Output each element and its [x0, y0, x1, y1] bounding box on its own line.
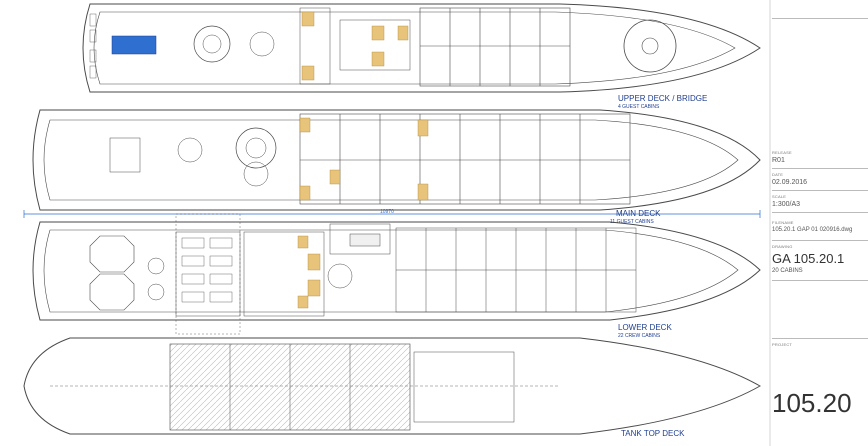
length-dimension-line	[23, 210, 761, 218]
upper-deck-plan	[82, 3, 761, 93]
main-deck-subtitle: 11 GUEST CABINS	[610, 219, 654, 225]
main-deck-title: MAIN DECK	[616, 209, 661, 218]
lower-deck-plan	[32, 213, 761, 335]
lower-deck-subtitle: 22 CREW CABINS	[618, 333, 661, 339]
tank-top-deck-plan	[23, 337, 762, 435]
lower-deck-title: LOWER DECK	[618, 323, 672, 332]
length-dimension-value: 10970	[380, 209, 394, 215]
tank-top-deck-title: TANK TOP DECK	[621, 429, 685, 438]
main-deck-plan	[32, 109, 761, 211]
upper-deck-subtitle: 4 GUEST CABINS	[618, 104, 660, 110]
upper-deck-title: UPPER DECK / BRIDGE	[618, 94, 707, 103]
